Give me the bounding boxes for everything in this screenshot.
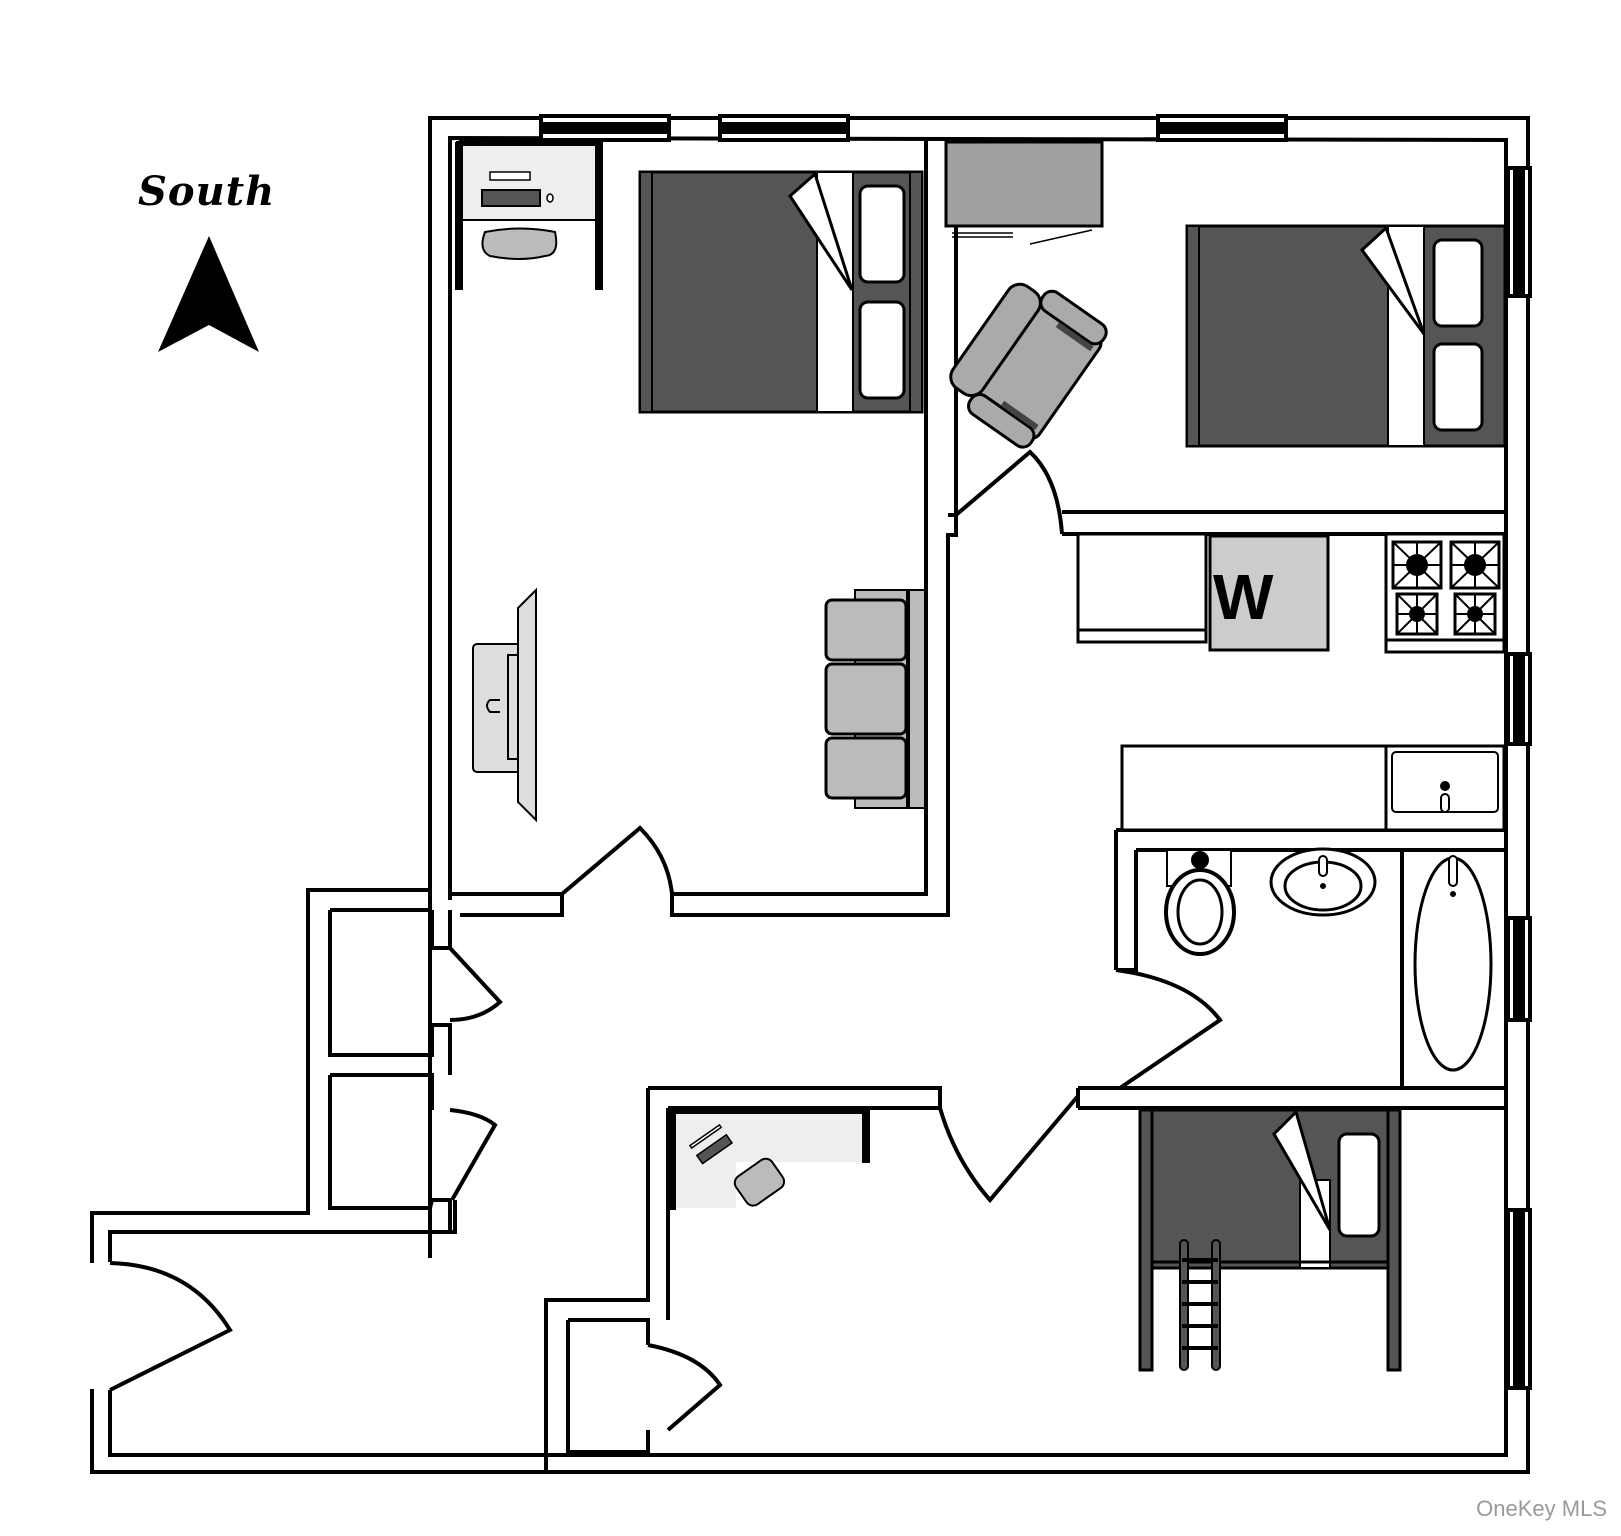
door-closet-1[interactable] (448, 946, 503, 1022)
ladder (1179, 1239, 1221, 1371)
desk-nw (455, 138, 603, 290)
window-right-1 (1506, 166, 1532, 298)
window-top-1 (539, 114, 671, 142)
window-right-3 (1506, 916, 1532, 1022)
vanity-sink (1269, 847, 1377, 917)
desk-se (668, 1106, 870, 1210)
toilet (1164, 849, 1236, 956)
bathtub (1413, 855, 1493, 1072)
door-closet-2[interactable] (449, 1108, 498, 1201)
stove (1384, 532, 1506, 654)
kitchen-counter-lower (1120, 744, 1506, 832)
loft-bed (1138, 1108, 1402, 1372)
washer (1208, 534, 1330, 652)
exterior-walls (90, 116, 1530, 1474)
closet-ne (944, 140, 1104, 245)
window-right-4 (1506, 1208, 1532, 1390)
door-living-room[interactable] (560, 825, 674, 896)
tv-console (472, 587, 537, 823)
watermark: OneKey MLS (1476, 1496, 1607, 1521)
window-right-2 (1506, 652, 1532, 746)
compass-label: South (138, 168, 276, 215)
armchair (949, 282, 1108, 449)
sofa (824, 589, 926, 809)
door-small-closet[interactable] (647, 1343, 723, 1432)
door-entry[interactable] (109, 1261, 233, 1392)
office-chair-nw (481, 227, 558, 260)
door-bathroom[interactable] (1115, 968, 1223, 1090)
door-se-bedroom[interactable] (938, 1094, 1080, 1204)
kitchen-counter-left (1076, 532, 1208, 644)
window-top-2 (718, 114, 850, 142)
washer-label: W (1213, 561, 1274, 633)
door-ne-bedroom[interactable] (954, 449, 1064, 535)
bed-ne (1185, 224, 1507, 448)
interior-walls (306, 140, 1506, 1472)
window-top-3 (1156, 114, 1288, 142)
bed-west (638, 170, 924, 414)
north-arrow-icon (158, 236, 259, 352)
